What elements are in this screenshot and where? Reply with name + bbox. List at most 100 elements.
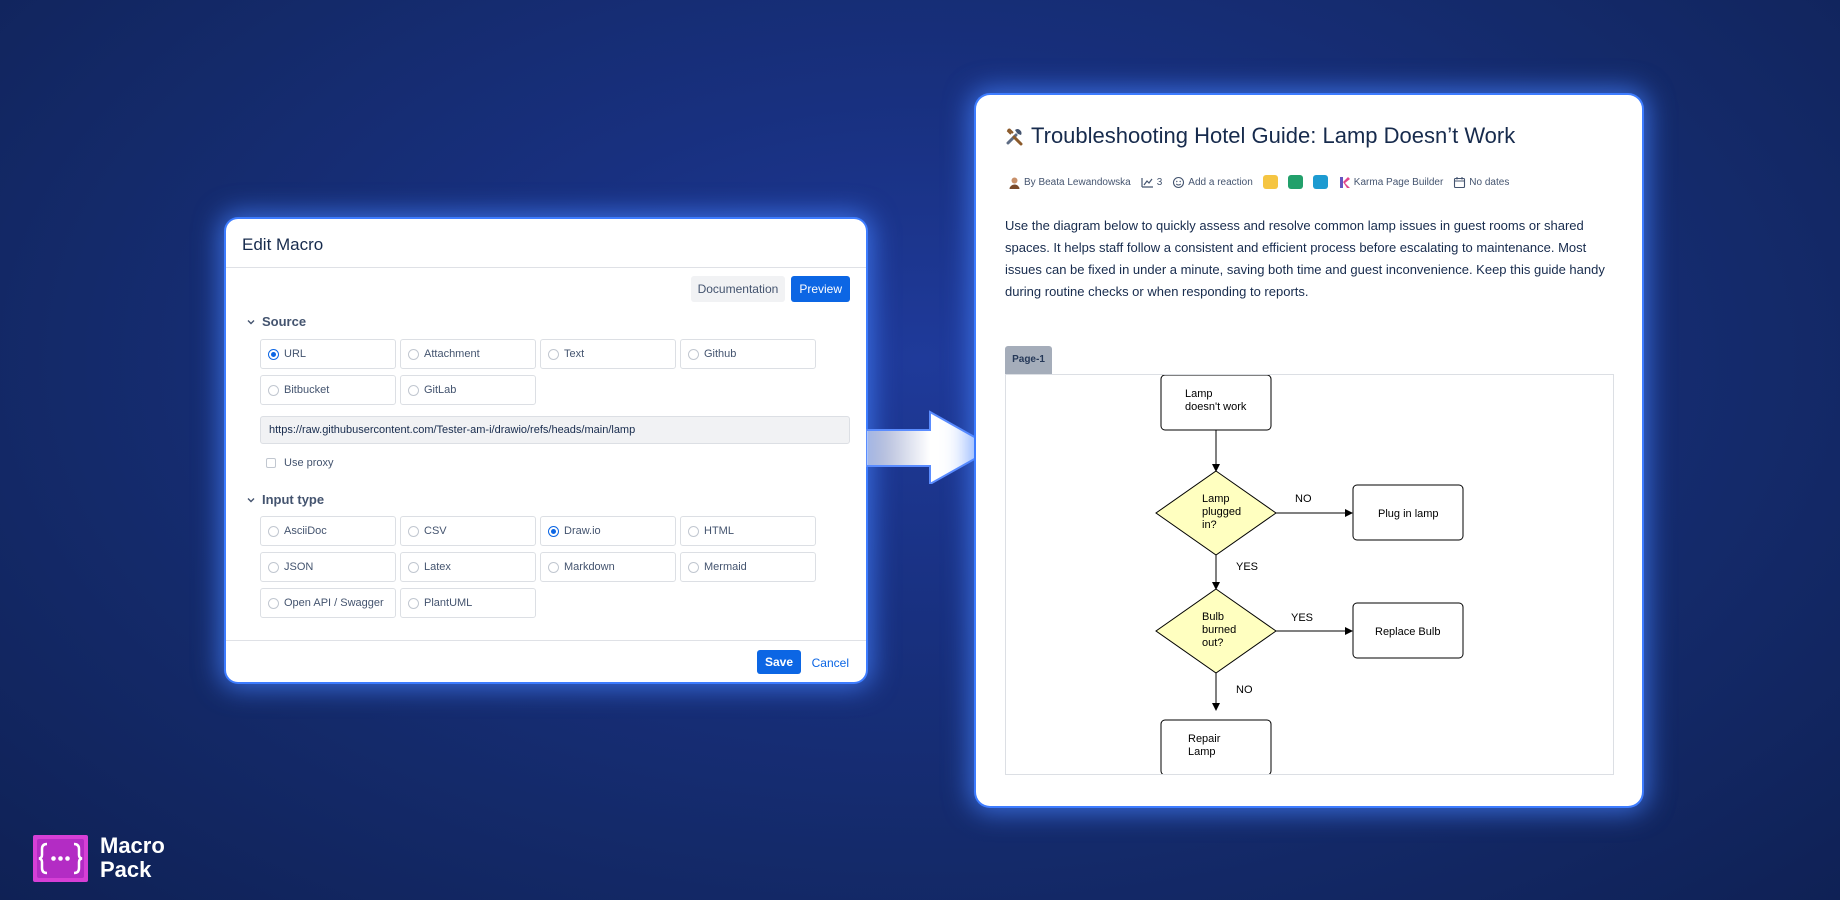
radio-icon — [268, 597, 279, 609]
trend-icon — [1141, 177, 1153, 188]
input-option-json[interactable]: JSON — [260, 552, 396, 582]
source-option-url[interactable]: URL — [260, 339, 396, 369]
source-options: URL Attachment Text Github Bitbucket Git… — [260, 339, 816, 405]
page-body-text: Use the diagram below to quickly assess … — [1005, 218, 1605, 299]
save-button[interactable]: Save — [756, 650, 801, 674]
input-option-openapi[interactable]: Open API / Swagger — [260, 588, 396, 618]
decision-plugged-in — [1155, 470, 1277, 556]
source-option-text[interactable]: Text — [540, 339, 676, 369]
radio-icon — [408, 384, 419, 396]
radio-selected-icon — [268, 348, 279, 360]
karma-logo-icon — [1339, 176, 1350, 188]
use-proxy-row[interactable]: Use proxy — [266, 457, 334, 469]
replace-bulb-node — [1352, 602, 1464, 659]
radio-icon — [408, 561, 419, 573]
decision-label: Bulb — [1202, 611, 1224, 623]
source-option-attachment[interactable]: Attachment — [400, 339, 536, 369]
decision-label: in? — [1202, 519, 1217, 531]
input-type-section-title: Input type — [262, 492, 325, 507]
macro-pack-logo-icon — [33, 834, 88, 882]
app-yellow-icon[interactable] — [1262, 175, 1278, 189]
source-section-title: Source — [262, 314, 307, 329]
edge-label-no: NO — [1295, 493, 1312, 505]
source-option-bitbucket[interactable]: Bitbucket — [260, 375, 396, 405]
diagram-page-tab[interactable]: Page-1 — [1005, 346, 1052, 374]
app-green-icon[interactable] — [1287, 175, 1303, 189]
input-option-html[interactable]: HTML — [680, 516, 816, 546]
input-type-options: AsciiDoc CSV Draw.io HTML JSON Latex Mar… — [260, 516, 816, 618]
chevron-down-icon — [247, 497, 255, 502]
add-reaction-icon — [1173, 176, 1185, 188]
start-node — [1160, 375, 1272, 431]
chevron-down-icon — [247, 319, 255, 324]
end-node-label: Repair — [1188, 733, 1221, 745]
dates[interactable]: No dates — [1453, 176, 1509, 189]
radio-icon — [268, 561, 279, 573]
decision-label: plugged — [1202, 506, 1241, 518]
radio-selected-icon — [548, 525, 559, 537]
avatar-icon — [1009, 177, 1020, 189]
tools-icon — [1006, 128, 1023, 146]
page-meta-row: By Beata Lewandowska 3 Add a reaction Ka… — [1008, 175, 1509, 189]
arrow-right-icon — [866, 410, 997, 484]
radio-icon — [688, 561, 699, 573]
input-type-section-toggle[interactable]: Input type — [246, 492, 324, 507]
karma-page-builder[interactable]: Karma Page Builder — [1338, 176, 1443, 189]
decision-label: Lamp — [1202, 493, 1230, 505]
edge-label-no: NO — [1236, 684, 1253, 696]
dialog-footer: Save Cancel — [226, 640, 866, 682]
app-blue-icon[interactable] — [1312, 175, 1328, 189]
page-views[interactable]: 3 — [1141, 176, 1162, 189]
radio-icon — [408, 348, 419, 360]
author[interactable]: By Beata Lewandowska — [1008, 176, 1131, 189]
action-label: Replace Bulb — [1375, 626, 1440, 638]
input-option-latex[interactable]: Latex — [400, 552, 536, 582]
proxy-label: Use proxy — [284, 457, 334, 469]
start-node-label: doesn't work — [1185, 401, 1247, 413]
start-node-label: Lamp — [1185, 388, 1213, 400]
flowchart: Lamp doesn't work Lamp plugged in? NO YE… — [1155, 375, 1464, 774]
input-option-asciidoc[interactable]: AsciiDoc — [260, 516, 396, 546]
calendar-icon — [1454, 176, 1466, 188]
radio-icon — [408, 597, 419, 609]
radio-icon — [268, 525, 279, 537]
drawio-diagram: Lamp doesn't work Lamp plugged in? NO YE… — [1005, 374, 1614, 775]
dialog-title: Edit Macro — [226, 219, 866, 268]
plug-in-lamp-node — [1352, 484, 1464, 541]
logo-text: Macro Pack — [100, 833, 165, 882]
radio-icon — [688, 348, 699, 360]
proxy-checkbox[interactable] — [266, 458, 276, 468]
cancel-button[interactable]: Cancel — [811, 656, 849, 670]
input-option-markdown[interactable]: Markdown — [540, 552, 676, 582]
radio-icon — [688, 525, 699, 537]
radio-icon — [548, 348, 559, 360]
preview-button[interactable]: Preview — [791, 276, 850, 302]
radio-icon — [408, 525, 419, 537]
action-label: Plug in lamp — [1378, 508, 1439, 520]
confluence-page-card: Troubleshooting Hotel Guide: Lamp Doesn’… — [976, 95, 1642, 806]
radio-icon — [548, 561, 559, 573]
input-option-plantuml[interactable]: PlantUML — [400, 588, 536, 618]
end-node-label: Lamp — [1188, 746, 1216, 758]
edit-macro-dialog: Edit Macro Documentation Preview Source … — [226, 219, 866, 682]
page-title: Troubleshooting Hotel Guide: Lamp Doesn’… — [1031, 123, 1516, 148]
source-option-github[interactable]: Github — [680, 339, 816, 369]
input-option-mermaid[interactable]: Mermaid — [680, 552, 816, 582]
decision-label: out? — [1202, 637, 1223, 649]
radio-icon — [268, 384, 279, 396]
documentation-button[interactable]: Documentation — [690, 276, 786, 302]
page-title-row: Troubleshooting Hotel Guide: Lamp Doesn’… — [1005, 123, 1515, 149]
add-reaction-button[interactable]: Add a reaction — [1172, 176, 1253, 189]
dialog-top-buttons: Documentation Preview — [690, 276, 850, 302]
edge-label-yes: YES — [1236, 561, 1258, 573]
macro-pack-logo: Macro Pack — [33, 834, 165, 882]
edge-label-yes: YES — [1291, 612, 1313, 624]
decision-label: burned — [1202, 624, 1236, 636]
source-option-gitlab[interactable]: GitLab — [400, 375, 536, 405]
input-option-drawio[interactable]: Draw.io — [540, 516, 676, 546]
input-option-csv[interactable]: CSV — [400, 516, 536, 546]
repair-lamp-node — [1160, 719, 1272, 774]
decision-bulb-burned — [1155, 588, 1277, 674]
url-input[interactable]: https://raw.githubusercontent.com/Tester… — [260, 416, 850, 444]
source-section-toggle[interactable]: Source — [246, 314, 306, 329]
